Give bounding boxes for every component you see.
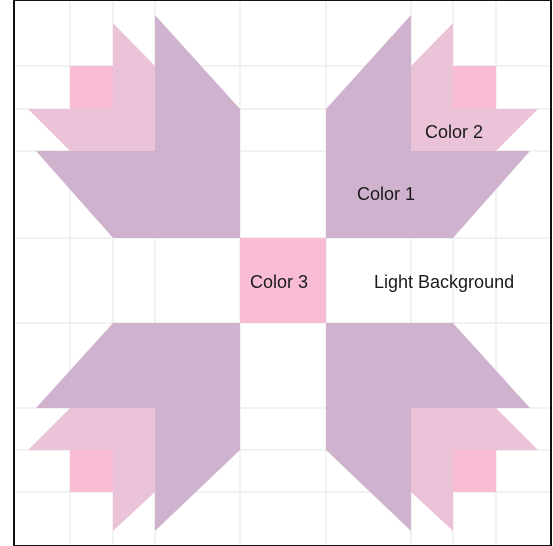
label-color-3: Color 3	[250, 272, 308, 292]
bottom-left-inner-square	[70, 408, 113, 450]
bottom-right-small-square	[453, 450, 496, 492]
label-light-background: Light Background	[374, 272, 514, 292]
bottom-right-inner-square	[453, 408, 496, 450]
top-right-small-square	[453, 66, 496, 109]
label-color-1: Color 1	[357, 184, 415, 204]
top-left-inner-square	[70, 109, 113, 151]
bottom-left-small-square	[70, 450, 113, 492]
top-left-small-square	[70, 66, 113, 109]
label-color-2: Color 2	[425, 122, 483, 142]
